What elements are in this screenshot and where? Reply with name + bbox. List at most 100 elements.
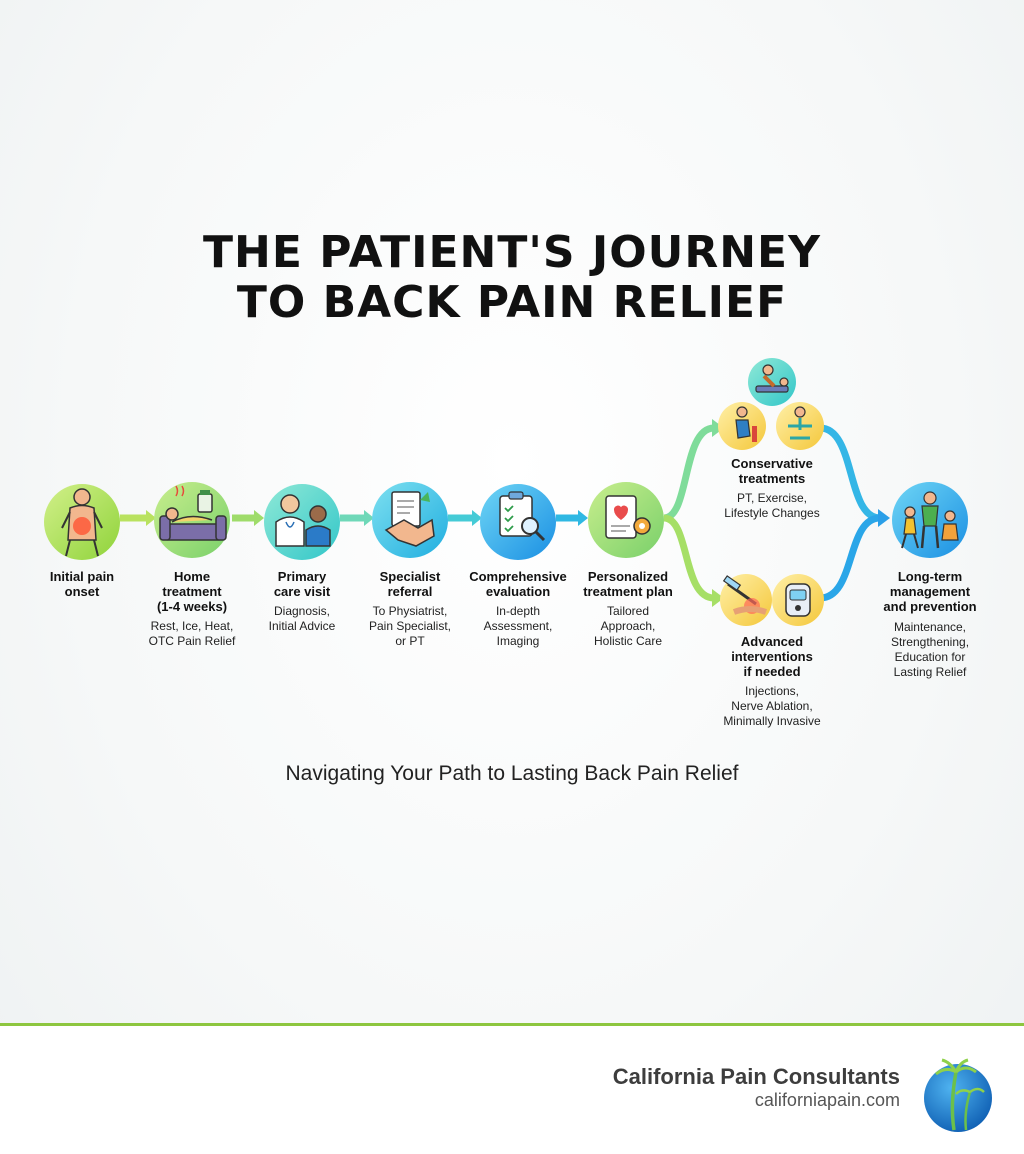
step-node-onset <box>44 484 120 560</box>
step-desc-line: In-depth <box>495 604 541 618</box>
step-desc-line: Holistic Care <box>593 634 662 648</box>
palm-tree-logo-icon <box>924 1058 992 1132</box>
step-node-referral <box>372 482 448 558</box>
step-desc-plan: Tailored Approach, Holistic Care <box>574 604 682 649</box>
step-label-line: referral <box>387 584 433 599</box>
step-desc-line: PT, Exercise, <box>736 491 808 505</box>
step-node-advanced <box>720 574 824 626</box>
step-desc-line: Maintenance, <box>893 620 967 634</box>
step-node-plan <box>588 482 664 558</box>
pain-onset-icon <box>61 488 103 557</box>
step-desc-line: OTC Pain Relief <box>148 634 236 648</box>
step-node-home <box>154 482 230 558</box>
step-label-referral: Specialist referral <box>360 569 460 599</box>
step-label-line: Comprehensive <box>469 569 567 584</box>
step-desc-line: Rest, Ice, Heat, <box>150 619 234 633</box>
step-label-conservative: Conservative treatments <box>712 456 832 486</box>
step-desc-line: Imaging <box>496 634 540 648</box>
arrowhead <box>254 510 264 526</box>
arrowhead <box>578 510 588 526</box>
step-label-line: and prevention <box>883 599 977 614</box>
step-label-primary: Primary care visit <box>252 569 352 599</box>
step-desc-line: Education for <box>894 650 966 664</box>
step-label-line: if needed <box>743 664 801 679</box>
arrowhead <box>472 510 482 526</box>
physical-therapy-icon <box>735 364 812 442</box>
page-title: THE PATIENT'S JOURNEY TO BACK PAIN RELIE… <box>0 228 1024 328</box>
step-label-line: Long-term <box>897 569 963 584</box>
step-label-home: Home treatment (1-4 weeks) <box>142 569 242 614</box>
tagline: Navigating Your Path to Lasting Back Pai… <box>285 762 739 785</box>
step-label-line: treatment <box>162 584 222 599</box>
step-desc-line: Strengthening, <box>890 635 970 649</box>
step-label-line: treatment plan <box>583 584 673 599</box>
step-node-conservative <box>718 358 824 450</box>
flow-connectors <box>120 419 890 607</box>
brand-name: California Pain Consultants <box>612 1064 900 1089</box>
step-label-line: Specialist <box>379 569 441 584</box>
step-label-line: treatments <box>738 471 806 486</box>
step-label-line: evaluation <box>485 584 551 599</box>
step-desc-conservative: PT, Exercise, Lifestyle Changes <box>704 491 840 521</box>
step-desc-line: Initial Advice <box>268 619 336 633</box>
step-desc-line: Approach, <box>600 619 656 633</box>
clipboard-magnifier-icon <box>499 491 546 542</box>
step-label-line: Primary <box>277 569 327 584</box>
active-people-icon <box>901 491 959 549</box>
step-label-line: Home <box>173 569 211 584</box>
step-desc-line: or PT <box>395 634 425 648</box>
step-desc-home: Rest, Ice, Heat, OTC Pain Relief <box>136 619 248 649</box>
brand-url-link[interactable]: californiapain.com <box>754 1090 900 1110</box>
branch-down-connector <box>663 514 715 602</box>
step-label-line: care visit <box>273 584 331 599</box>
branch-up-connector <box>663 424 715 522</box>
step-label-line: management <box>889 584 971 599</box>
step-desc-line: Injections, <box>744 684 800 698</box>
injection-device-icon <box>722 575 811 617</box>
doctor-patient-icon <box>275 494 331 547</box>
handshake-icon <box>384 491 435 547</box>
step-desc-line: Assessment, <box>483 619 553 633</box>
title-line-2: TO BACK PAIN RELIEF <box>236 277 788 328</box>
step-label-plan: Personalized treatment plan <box>570 569 686 599</box>
footer <box>0 1026 1024 1154</box>
step-label-line: (1-4 weeks) <box>156 599 228 614</box>
step-desc-line: Diagnosis, <box>273 604 331 618</box>
step-desc-primary: Diagnosis, Initial Advice <box>246 604 358 634</box>
title-line-1: THE PATIENT'S JOURNEY <box>203 227 821 278</box>
step-node-primary <box>264 484 340 560</box>
step-desc-line: Minimally Invasive <box>723 714 821 728</box>
treatment-plan-icon <box>605 495 651 539</box>
step-node-evaluation <box>480 484 556 560</box>
step-label-line: Initial pain <box>49 569 115 584</box>
step-desc-advanced: Injections, Nerve Ablation, Minimally In… <box>704 684 840 729</box>
step-desc-evaluation: In-depth Assessment, Imaging <box>464 604 572 649</box>
step-desc-line: Lasting Relief <box>893 665 967 679</box>
couch-rest-icon <box>159 485 227 541</box>
arrowhead <box>146 510 156 526</box>
step-label-longterm: Long-term management and prevention <box>870 569 990 614</box>
arrowhead <box>712 419 724 437</box>
step-desc-referral: To Physiatrist, Pain Specialist, or PT <box>354 604 466 649</box>
journey-diagram <box>44 358 968 626</box>
footer-divider <box>0 1023 1024 1026</box>
step-desc-longterm: Maintenance, Strengthening, Education fo… <box>872 620 988 680</box>
step-label-evaluation: Comprehensive evaluation <box>460 569 576 599</box>
arrowhead <box>364 510 374 526</box>
arrowhead <box>878 509 890 527</box>
step-desc-line: Tailored <box>606 604 650 618</box>
step-desc-line: To Physiatrist, <box>372 604 448 618</box>
step-label-line: Personalized <box>587 569 669 584</box>
step-node-longterm <box>892 482 968 558</box>
step-desc-line: Nerve Ablation, <box>731 699 813 713</box>
step-label-line: Advanced <box>740 634 804 649</box>
arrowhead <box>712 589 724 607</box>
step-label-line: interventions <box>731 649 813 664</box>
step-label-line: onset <box>64 584 100 599</box>
step-label-onset: Initial pain onset <box>32 569 132 599</box>
merge-down-connector <box>819 514 881 602</box>
step-desc-line: Pain Specialist, <box>368 619 452 633</box>
step-label-advanced: Advanced interventions if needed <box>712 634 832 679</box>
step-label-line: Conservative <box>731 456 813 471</box>
step-desc-line: Lifestyle Changes <box>724 506 820 520</box>
